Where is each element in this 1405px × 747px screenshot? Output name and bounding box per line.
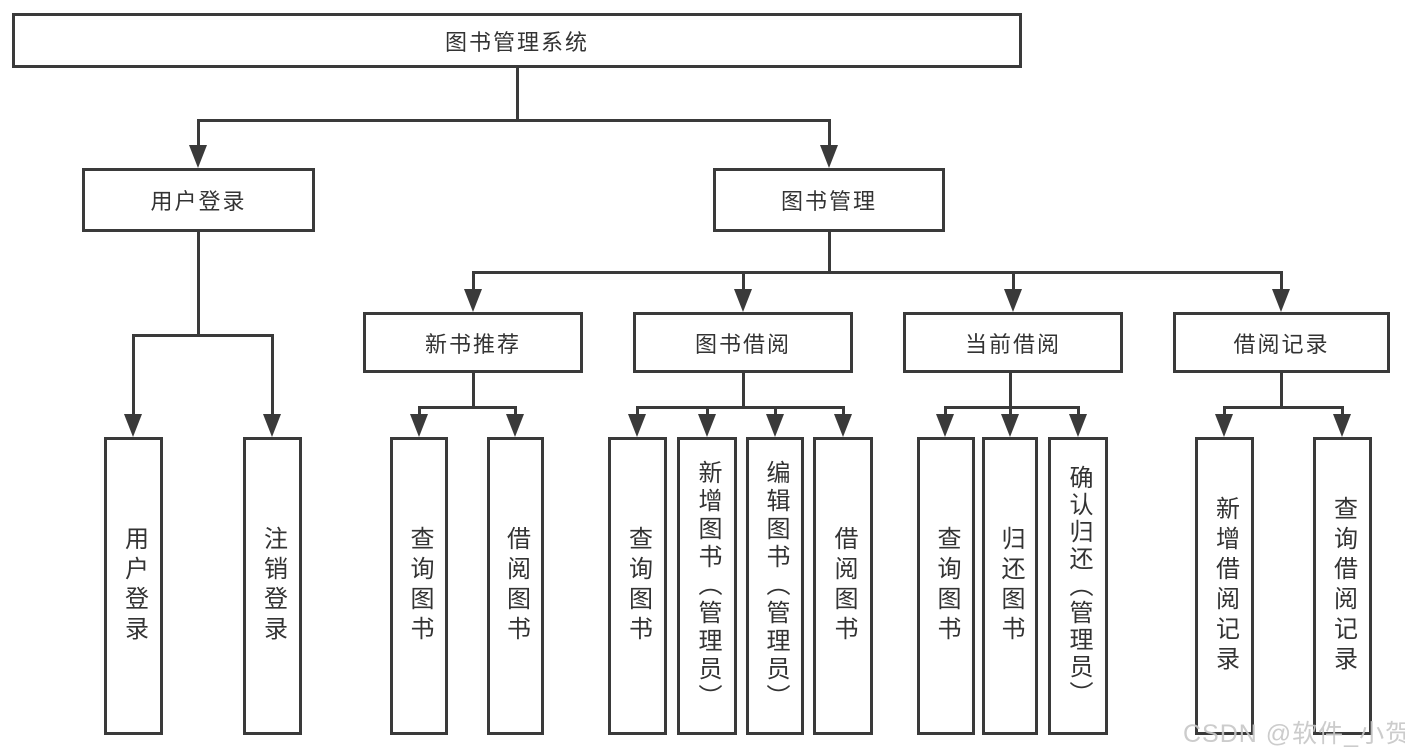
leaf-add-books-admin: 新增图书（管理员）	[677, 437, 737, 735]
leaf-borrow-books-1: 借阅图书	[487, 437, 544, 735]
leaf-search-books-2: 查询图书	[608, 437, 667, 735]
connector-line	[472, 271, 1283, 274]
leaf-confirm-return-admin: 确认归还（管理员）	[1048, 437, 1108, 735]
node-book-management: 图书管理	[713, 168, 945, 232]
connector-arrow	[1004, 271, 1022, 312]
connector-line	[418, 406, 517, 409]
leaf-search-books-3: 查询图书	[917, 437, 975, 735]
node-user-login: 用户登录	[82, 168, 315, 232]
connector-arrow	[1001, 406, 1019, 437]
node-current-borrowing: 当前借阅	[903, 312, 1123, 373]
leaf-user-login: 用户登录	[104, 437, 163, 735]
connector-arrow	[698, 406, 716, 437]
connector-arrow	[506, 406, 524, 437]
connector-arrow	[189, 119, 207, 168]
connector-arrow	[124, 334, 142, 437]
connector-line	[197, 119, 831, 122]
connector-arrow	[820, 119, 838, 168]
node-book-borrowing: 图书借阅	[633, 312, 853, 373]
connector-line	[197, 232, 200, 336]
connector-arrow	[464, 271, 482, 312]
leaf-borrow-books-2: 借阅图书	[813, 437, 873, 735]
leaf-search-books-1: 查询图书	[390, 437, 448, 735]
connector-line	[1280, 373, 1283, 408]
leaf-logout: 注销登录	[243, 437, 302, 735]
connector-arrow	[1215, 406, 1233, 437]
leaf-return-books: 归还图书	[982, 437, 1038, 735]
watermark-text: CSDN @软件_小贺同学	[1183, 720, 1405, 747]
connector-line	[742, 373, 745, 408]
connector-arrow	[834, 406, 852, 437]
node-library-management-system: 图书管理系统	[12, 13, 1022, 68]
connector-arrow	[1069, 406, 1087, 437]
connector-line	[1009, 373, 1012, 408]
connector-line	[472, 373, 475, 408]
leaf-add-borrow-record: 新增借阅记录	[1195, 437, 1254, 735]
leaf-edit-books-admin: 编辑图书（管理员）	[746, 437, 804, 735]
connector-line	[828, 232, 831, 273]
connector-arrow	[628, 406, 646, 437]
connector-line	[516, 68, 519, 121]
leaf-search-borrow-record: 查询借阅记录	[1313, 437, 1372, 735]
node-borrowing-records: 借阅记录	[1173, 312, 1390, 373]
connector-line	[1223, 406, 1344, 409]
connector-arrow	[936, 406, 954, 437]
connector-arrow	[410, 406, 428, 437]
node-new-book-recommendation: 新书推荐	[363, 312, 583, 373]
connector-arrow	[734, 271, 752, 312]
connector-arrow	[766, 406, 784, 437]
connector-line	[132, 334, 274, 337]
connector-line	[636, 406, 845, 409]
connector-arrow	[263, 334, 281, 437]
connector-line	[944, 406, 1080, 409]
connector-arrow	[1333, 406, 1351, 437]
connector-arrow	[1272, 271, 1290, 312]
